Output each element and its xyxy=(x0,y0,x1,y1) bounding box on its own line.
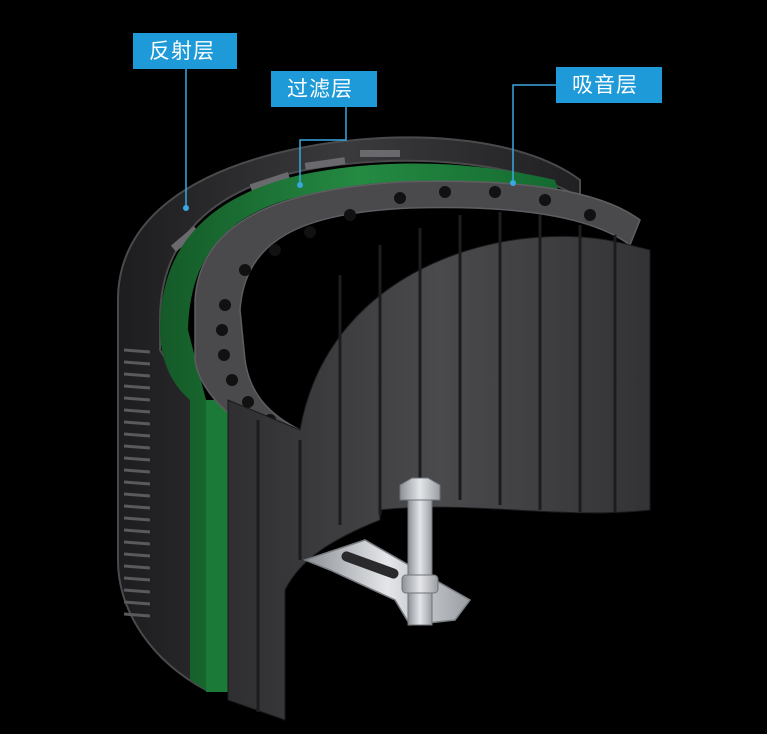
filter-layer-front xyxy=(206,400,228,692)
label-filter-bg xyxy=(271,71,377,107)
shell-grille xyxy=(123,348,151,618)
foam-panel-body xyxy=(227,235,651,721)
label-reflect: 反射层 xyxy=(149,39,215,63)
leader-filter xyxy=(299,107,347,185)
filter-layer xyxy=(160,163,560,690)
foam-holes xyxy=(216,186,596,426)
label-reflect-bg xyxy=(133,33,237,69)
leader-absorb xyxy=(512,84,556,183)
mount-bracket xyxy=(302,477,472,626)
leader-dots xyxy=(183,180,516,211)
label-absorb: 吸音层 xyxy=(572,73,638,97)
label-absorb-bg xyxy=(556,67,662,103)
label-filter: 过滤层 xyxy=(287,77,353,101)
leader-lines xyxy=(185,69,556,208)
shell-top-slots xyxy=(170,150,400,252)
foam-ribs xyxy=(256,212,617,712)
